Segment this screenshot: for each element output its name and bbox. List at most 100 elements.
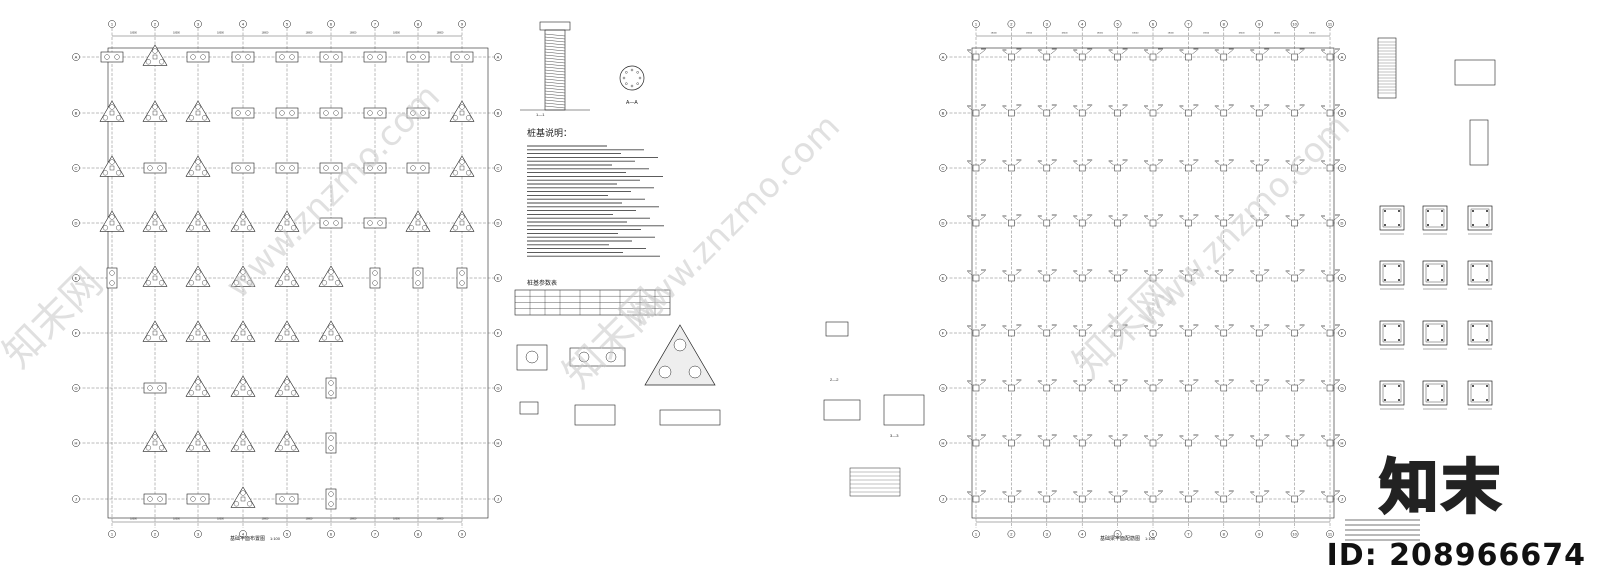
column-mark [1326,219,1334,227]
leader-line [1144,492,1150,497]
axis-bubble-label: 1 [975,531,978,536]
column-mark [1149,439,1157,447]
dimension-text: 18000 [173,32,180,35]
axis-letter-left [72,164,80,172]
axis-letter-left [939,274,947,282]
pile [333,110,339,116]
axis-bubble-label: B [75,110,78,115]
pile [452,225,459,231]
leader-line [1003,436,1008,441]
pile [291,335,297,341]
rebar-dot [1427,385,1429,387]
dimension-text: 18000 [1097,33,1104,35]
axis-bubble-label: J [942,496,944,501]
column-mark [1078,274,1086,282]
leader-line [1074,50,1079,55]
pile [466,170,472,176]
pile [195,269,201,275]
axis-number-bottom [1326,530,1334,538]
beam-detail-2 [823,399,861,421]
column-mark [1078,109,1086,117]
double-pile-cap [406,162,430,174]
column-mark [1043,164,1051,172]
axis-bubble-label: H [497,440,500,445]
right-plan-scale: 1:100 [1145,536,1156,541]
column-stub [109,220,115,226]
column-stub [152,54,158,60]
column-mark [1008,439,1015,447]
beam-section-detail [825,321,849,337]
leader-line [1121,160,1127,166]
pile [188,115,195,121]
leader-line [1180,50,1185,55]
column-mark [972,219,980,227]
axis-number-top [1290,20,1299,28]
pile [188,225,195,231]
leader-line [1050,325,1056,331]
leader-line [967,161,973,166]
rebar-dot [1427,279,1429,281]
rebar-dot [1472,224,1474,226]
rebar-dot [1472,279,1474,281]
rebar-dot [1398,265,1400,267]
pile [188,335,195,341]
pile [202,280,208,286]
column-stub [240,385,246,391]
column-mark [1220,495,1228,503]
pile [321,335,328,341]
leader-line [1003,50,1008,55]
column-stub [195,330,201,336]
leader-line [967,436,973,441]
leader-line [1144,381,1150,386]
leader-line [1298,160,1304,166]
double-pile-cap [319,217,343,229]
cap-section-1 [574,404,616,426]
pile [328,269,334,275]
column-stub [284,275,290,281]
axis-letter-right [494,329,502,337]
axis-number-top [108,20,116,28]
leader-line [1321,50,1327,55]
column-stub [240,440,246,446]
leader-line [1227,491,1233,497]
leader-line [1227,49,1233,55]
leader-line [1215,436,1220,441]
leader-line [979,105,986,111]
double-pile-cap [231,51,255,63]
pile [159,445,165,451]
column-mark [1185,384,1192,392]
column-mark [1149,164,1157,172]
axis-bubble-label: H [1341,440,1344,445]
leader-line [1050,160,1056,166]
axis-letter-right [1338,109,1346,117]
leader-line [1263,491,1269,497]
leader-line [1286,50,1291,55]
leader-line [1038,161,1043,166]
leader-line [1286,436,1291,441]
leader-line [1015,380,1021,386]
axis-letter-right [1338,164,1346,172]
rebar-dot [1486,265,1488,267]
leader-line [1156,380,1163,386]
rebar-dot [625,71,628,74]
column-stub [284,330,290,336]
section-1-label: 1—1 [536,112,545,117]
leader-line [1144,436,1150,441]
column-mark [972,274,980,282]
pile [145,280,152,286]
column-stub [109,110,115,116]
leader-line [1086,435,1092,441]
axis-number-bottom [1255,530,1264,538]
pile [377,220,383,226]
axis-number-top [327,20,335,28]
leader-line [1251,50,1256,55]
column-mark [1291,495,1298,503]
spiral-rebar [544,54,566,58]
axis-letter-right [494,439,502,447]
rebar-dot [1427,210,1429,212]
leader-line [1251,161,1256,166]
dimension-text: 18000 [350,518,357,521]
leader-line [1038,271,1043,276]
pile [115,225,122,231]
leader-line [1263,160,1269,166]
